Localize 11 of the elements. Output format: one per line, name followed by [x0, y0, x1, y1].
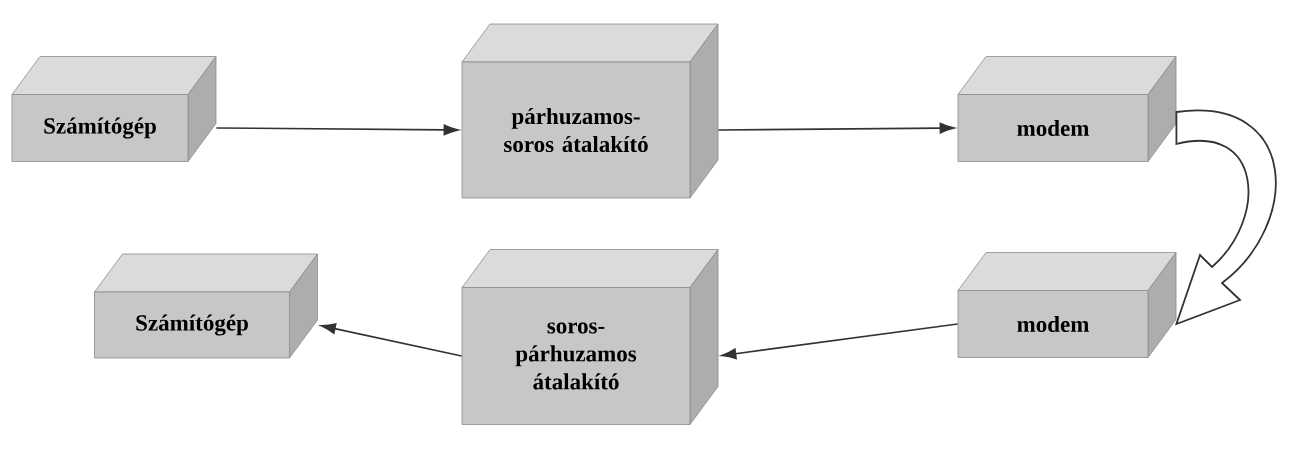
box-3d: párhuzamos- soros átalakító: [461, 23, 719, 199]
box-3d: modem: [957, 252, 1177, 358]
arrow: [721, 323, 959, 360]
arrow: [320, 323, 463, 357]
box-3d: Számítógép: [11, 56, 217, 162]
box-3d: modem: [957, 56, 1177, 162]
box-3d: soros- párhuzamos átalakító: [461, 249, 719, 425]
curved-arrow: [1175, 109, 1277, 325]
arrow: [215, 124, 459, 136]
box-3d: Számítógép: [94, 253, 318, 359]
arrow: [717, 122, 955, 134]
